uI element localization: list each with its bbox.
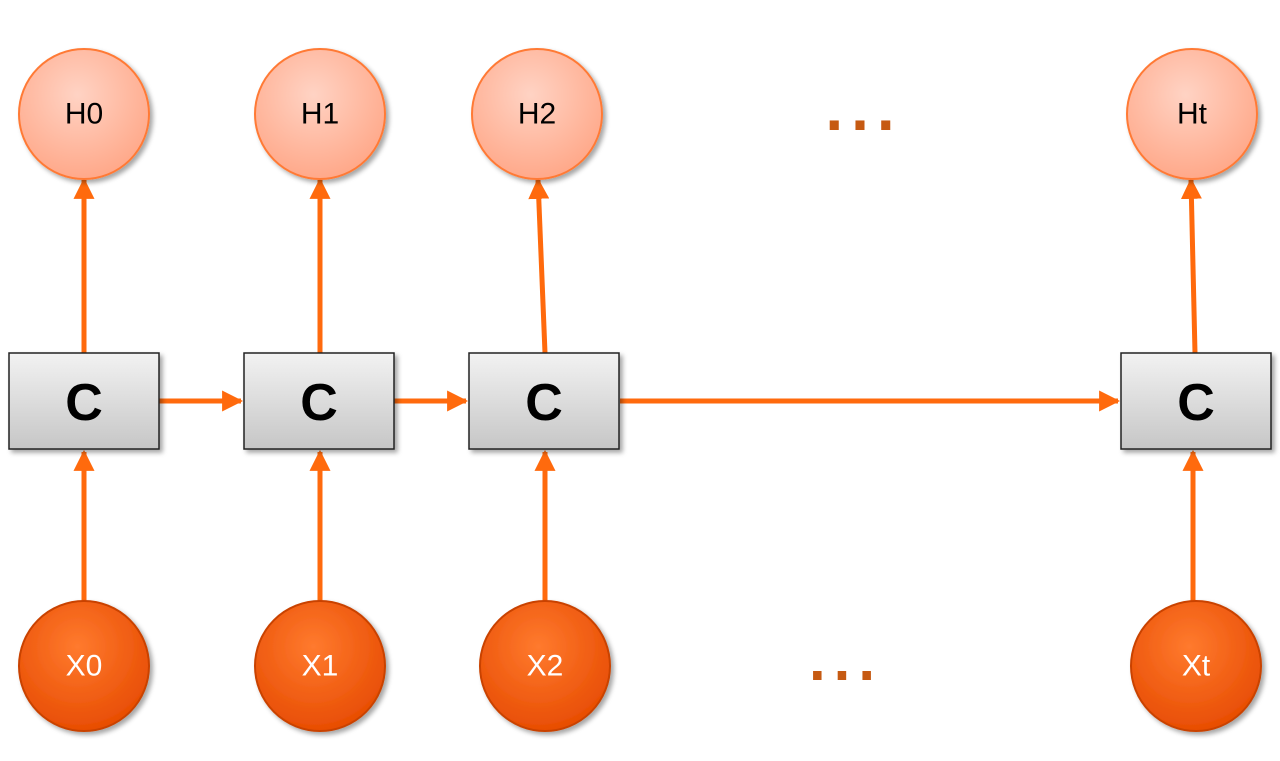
input-nodes: X0 X1 X2 Xt	[18, 600, 1262, 732]
cell-label: C	[525, 374, 563, 432]
output-node-h0: H0	[18, 48, 150, 180]
arrow-c2-to-h2	[528, 177, 550, 354]
cell-c0: C	[8, 352, 160, 450]
cell-c2: C	[468, 352, 620, 450]
output-nodes: H0 H1 H2 Ht	[18, 48, 1258, 180]
ellipsis-top: ...	[825, 72, 902, 144]
output-node-label: Ht	[1177, 98, 1208, 131]
input-node-x0: X0	[18, 600, 150, 732]
cell-c1: C	[243, 352, 395, 450]
cell-label: C	[300, 374, 338, 432]
input-node-x1: X1	[254, 600, 386, 732]
input-node-x2: X2	[479, 600, 611, 732]
output-node-label: H1	[301, 98, 339, 131]
output-node-label: H0	[65, 98, 103, 131]
output-node-h2: H2	[471, 48, 603, 180]
ellipsis-bottom: ...	[809, 626, 883, 693]
input-node-label: X2	[527, 650, 564, 683]
input-node-label: Xt	[1182, 650, 1211, 683]
arrow-ct-to-ht	[1180, 177, 1202, 354]
output-node-h1: H1	[254, 48, 386, 180]
input-node-xt: Xt	[1130, 600, 1262, 732]
output-arrows	[73, 177, 1202, 354]
output-node-ht: Ht	[1126, 48, 1258, 180]
cells: C C C C	[8, 352, 1272, 450]
output-node-label: H2	[518, 98, 556, 131]
input-node-label: X1	[302, 650, 339, 683]
cell-label: C	[1177, 374, 1215, 432]
cell-ct: C	[1120, 352, 1272, 450]
input-node-label: X0	[66, 650, 103, 683]
input-arrows	[73, 449, 1204, 602]
cell-label: C	[65, 374, 103, 432]
